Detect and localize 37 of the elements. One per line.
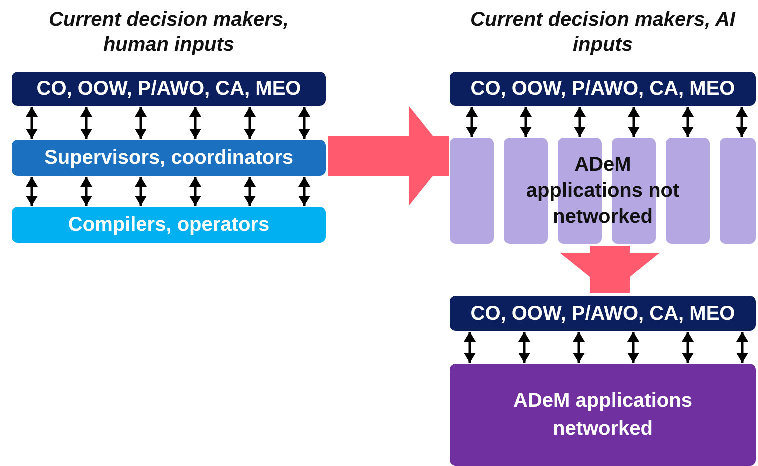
double-arrow [80,177,92,206]
application-column [450,138,494,244]
double-arrow [26,177,38,206]
block-arrow [328,106,449,206]
double-arrow [682,332,694,363]
double-arrow [464,332,476,363]
double-arrow [520,107,532,137]
double-arrow [466,107,478,137]
role-bar: Supervisors, coordinators [12,140,326,176]
double-arrow [574,107,586,137]
double-arrow [518,332,530,363]
double-arrow [573,332,585,363]
heading: Current decision makers, AI inputs [470,8,737,58]
heading: Current decision makers, human inputs [48,8,290,58]
application-block: ADeM applications networked [450,364,756,466]
role-bar: CO, OOW, P/AWO, CA, MEO [12,72,326,106]
double-arrow [26,107,38,139]
double-arrow [244,107,256,139]
double-arrow [298,177,310,206]
group-label: ADeM applications not networked [525,153,681,230]
block-arrow [560,246,660,293]
double-arrow [628,107,640,137]
double-arrow [628,332,640,363]
role-bar: CO, OOW, P/AWO, CA, MEO [450,72,756,106]
double-arrow [736,332,748,363]
double-arrow [190,177,202,206]
double-arrow [244,177,256,206]
role-bar: CO, OOW, P/AWO, CA, MEO [450,296,756,331]
double-arrow [190,107,202,139]
double-arrow [298,107,310,139]
double-arrow [80,107,92,139]
double-arrow [135,177,147,206]
double-arrow [682,107,694,137]
double-arrow [736,107,748,137]
role-bar: Compilers, operators [12,207,326,243]
double-arrow [135,107,147,139]
application-column [720,138,756,244]
